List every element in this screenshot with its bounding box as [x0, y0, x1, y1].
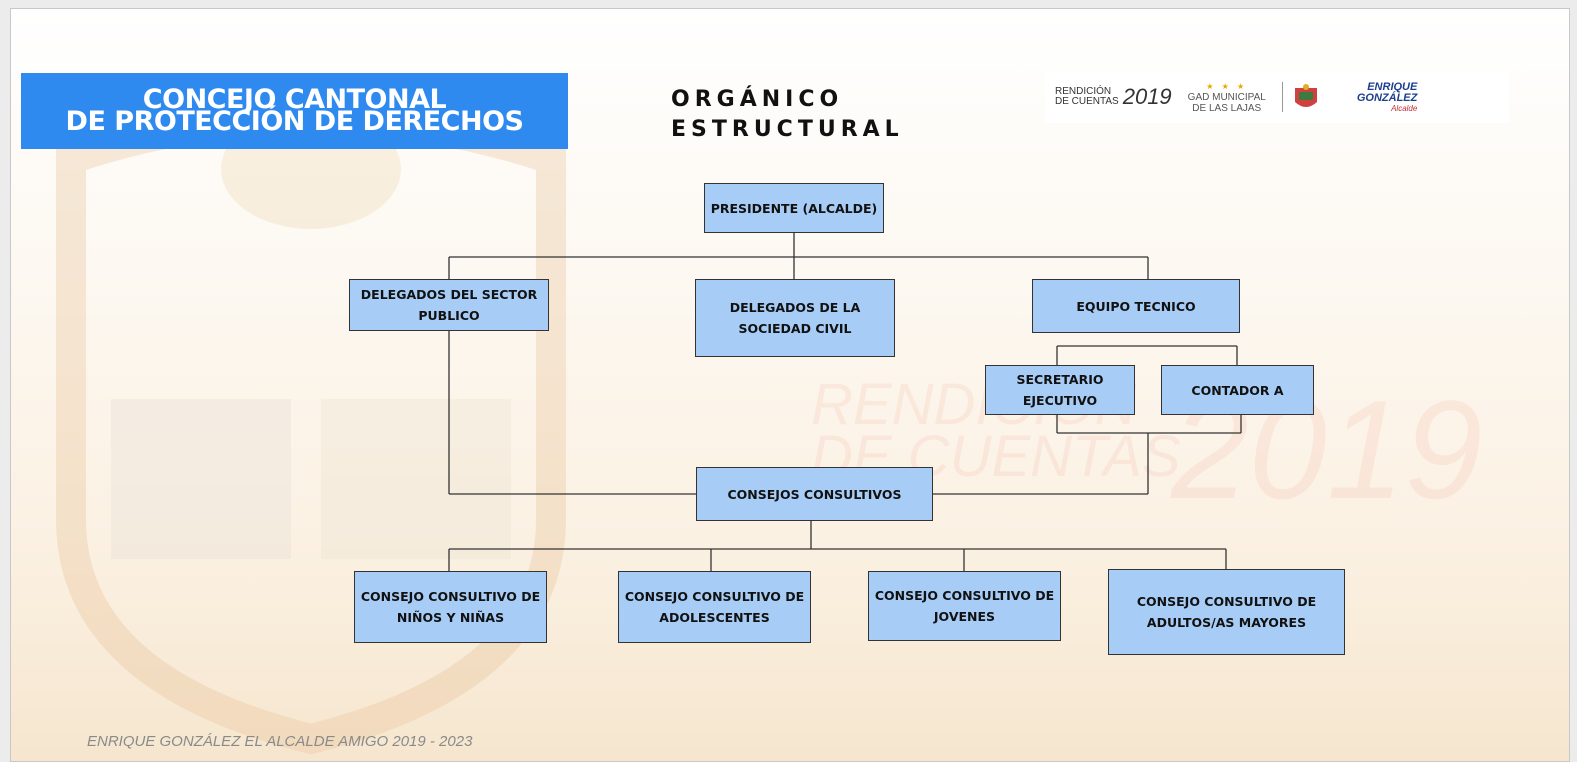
box-consejo-ninos: CONSEJO CONSULTIVO DE NIÑOS Y NIÑAS [354, 571, 547, 643]
box-secretario: SECRETARIO EJECUTIVO [985, 365, 1135, 415]
box-contador: CONTADOR A [1161, 365, 1314, 415]
box-consejo-adultos: CONSEJO CONSULTIVO DE ADULTOS/AS MAYORES [1108, 569, 1345, 655]
rendicion-logo: RENDICIÓN DE CUENTAS 2019 [1055, 84, 1172, 109]
council-banner: CONCEJO CANTONAL DE PROTECCIÓN DE DERECH… [21, 73, 568, 149]
box-president: PRESIDENTE (ALCALDE) [704, 183, 884, 233]
org-chart-connectors [448, 233, 1242, 571]
box-equipo-tecnico: EQUIPO TECNICO [1032, 279, 1240, 333]
banner-line2: DE PROTECCIÓN DE DERECHOS [65, 106, 524, 137]
page-title: ORGÁNICO ESTRUCTURAL [671, 87, 904, 142]
box-consejos-consultivos: CONSEJOS CONSULTIVOS [696, 467, 933, 521]
box-consejo-adolescentes: CONSEJO CONSULTIVO DE ADOLESCENTES [618, 571, 811, 643]
banner-line1: CONCEJO CANTONAL [142, 84, 447, 115]
box-consejo-jovenes: CONSEJO CONSULTIVO DE JOVENES [868, 571, 1061, 641]
box-delegados-civil: DELEGADOS DE LA SOCIEDAD CIVIL [695, 279, 895, 357]
gad-logo: ★ ★ ★ GAD MUNICIPAL DE LAS LAJAS [1187, 81, 1266, 114]
municipal-seal-icon [1281, 82, 1317, 112]
footer-slogan: ENRIQUE GONZÁLEZ EL ALCALDE AMIGO 2019 -… [87, 733, 473, 750]
slide: RENDICIÓN DE CUENTAS 2019 CONCEJO CANTON… [10, 8, 1570, 762]
enrique-gonzalez-logo: ENRIQUE GONZÁLEZ Alcalde [1356, 80, 1418, 113]
logos-strip: RENDICIÓN DE CUENTAS 2019 ★ ★ ★ GAD MUNI… [1045, 71, 1509, 123]
box-delegados-publico: DELEGADOS DEL SECTOR PUBLICO [349, 279, 549, 331]
